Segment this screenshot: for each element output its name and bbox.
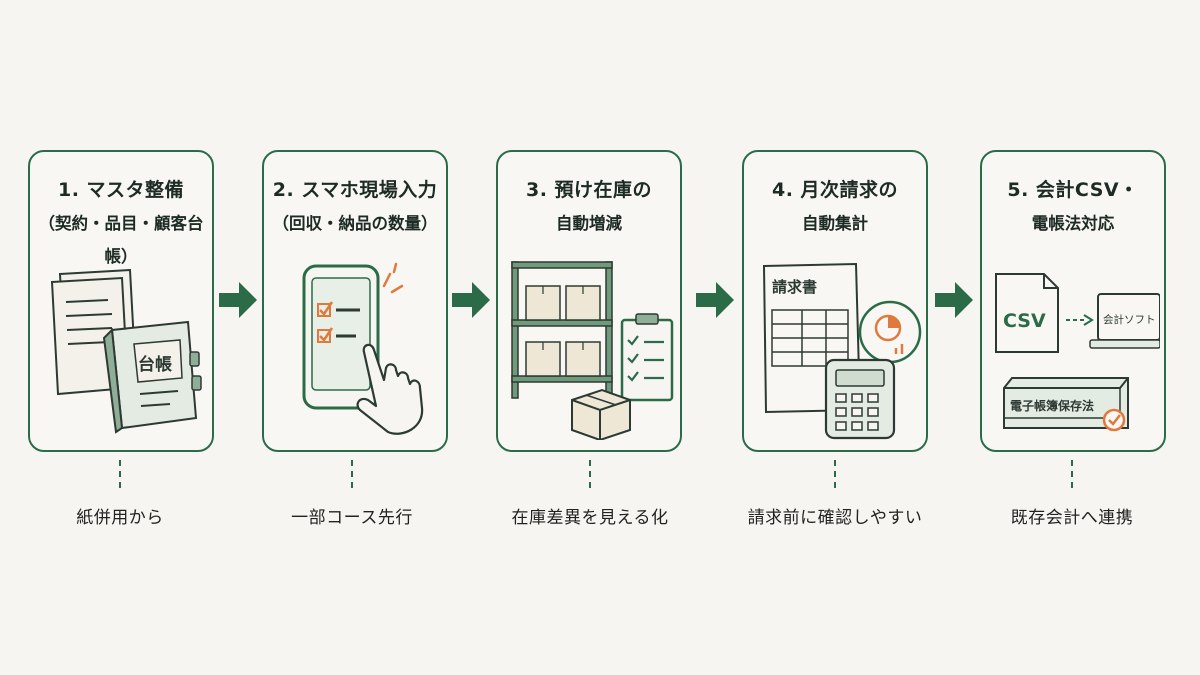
step-5-heading: 5. 会計CSV・ bbox=[1007, 179, 1139, 201]
step-card-3: 3. 預け在庫の 自動増減 bbox=[496, 150, 682, 452]
smartphone-input-icon bbox=[302, 262, 424, 435]
dashed-connector bbox=[119, 460, 121, 488]
step-3-heading: 3. 預け在庫の bbox=[525, 179, 653, 201]
step-1-subheading: （契約・品目・顧客台帳） bbox=[38, 214, 204, 266]
warehouse-inventory-icon bbox=[511, 261, 674, 440]
storage-box-label: 電子帳簿保存法 bbox=[1010, 398, 1094, 413]
step-note-4: 請求前に確認しやすい bbox=[747, 508, 923, 528]
arrow-right-icon bbox=[219, 282, 257, 318]
step-card-4: 4. 月次請求の 自動集計 請求書 bbox=[742, 150, 928, 452]
step-3-subheading: 自動増減 bbox=[556, 214, 622, 233]
step-card-1: 1. マスタ整備 （契約・品目・顧客台帳） 台帳 bbox=[28, 150, 214, 452]
step-title-2: 2. スマホ現場入力 （回収・納品の数量） bbox=[264, 174, 446, 240]
software-label: 会計ソフト bbox=[1103, 313, 1156, 326]
step-title-3: 3. 預け在庫の 自動増減 bbox=[498, 174, 680, 240]
arrow-right-icon bbox=[935, 282, 973, 318]
step-title-5: 5. 会計CSV・ 電帳法対応 bbox=[982, 174, 1164, 240]
dashed-connector bbox=[1071, 460, 1073, 488]
dashed-connector bbox=[834, 460, 836, 488]
step-title-4: 4. 月次請求の 自動集計 bbox=[744, 174, 926, 240]
step-note-3: 在庫差異を見える化 bbox=[511, 508, 669, 528]
step-2-subheading: （回収・納品の数量） bbox=[272, 214, 438, 233]
step-5-subheading: 電帳法対応 bbox=[1031, 214, 1115, 233]
step-note-2: 一部コース先行 bbox=[291, 508, 413, 528]
csv-label: CSV bbox=[1003, 310, 1046, 332]
step-1-heading: 1. マスタ整備 bbox=[57, 179, 185, 201]
step-note-1: 紙併用から bbox=[76, 508, 164, 528]
step-card-2: 2. スマホ現場入力 （回収・納品の数量） bbox=[262, 150, 448, 452]
step-4-subheading: 自動集計 bbox=[802, 214, 868, 233]
dashed-connector bbox=[351, 460, 353, 488]
dashed-connector bbox=[589, 460, 591, 488]
step-note-5: 既存会計へ連携 bbox=[1010, 508, 1134, 528]
invoice-calculator-icon: 請求書 bbox=[762, 262, 922, 440]
csv-export-icon: CSV 会計ソフト 電子帳簿保存法 bbox=[995, 273, 1160, 432]
invoice-label: 請求書 bbox=[772, 278, 817, 296]
arrow-right-icon bbox=[696, 282, 734, 318]
arrow-right-icon bbox=[452, 282, 490, 318]
step-card-5: 5. 会計CSV・ 電帳法対応 CSV 会計ソフト 電子帳簿保存法 bbox=[980, 150, 1166, 452]
ledger-documents-icon: 台帳 bbox=[50, 268, 202, 434]
ledger-label: 台帳 bbox=[138, 354, 172, 375]
step-4-heading: 4. 月次請求の bbox=[771, 179, 899, 201]
step-2-heading: 2. スマホ現場入力 bbox=[272, 179, 438, 201]
step-title-1: 1. マスタ整備 （契約・品目・顧客台帳） bbox=[30, 174, 212, 273]
